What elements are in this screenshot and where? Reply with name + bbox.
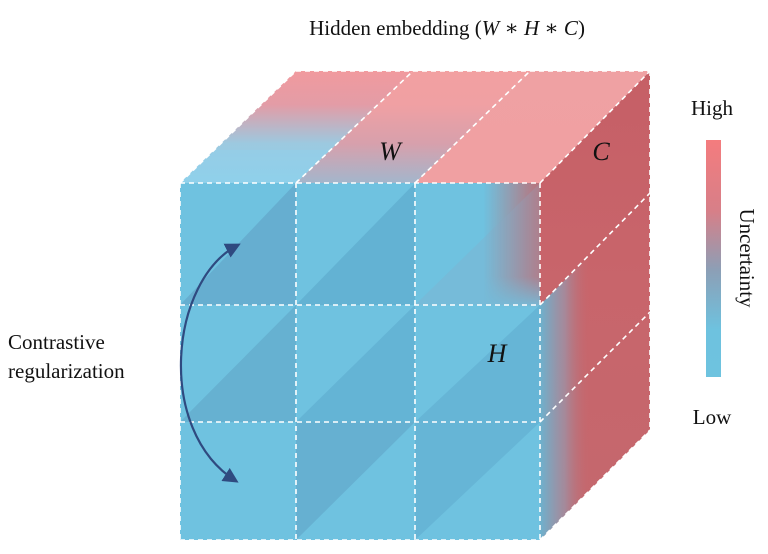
diagram-title: Hidden embedding (W ∗ H ∗ C) bbox=[309, 16, 585, 40]
cube-front-face bbox=[180, 183, 540, 540]
colorbar-title: Uncertainty bbox=[735, 208, 759, 308]
h-axis-label: H bbox=[487, 339, 508, 368]
contrastive-arrow bbox=[180, 243, 241, 483]
cube-top-face bbox=[180, 71, 650, 183]
w-axis-label: W bbox=[379, 137, 403, 166]
c-axis-label: C bbox=[592, 137, 610, 166]
colorbar-low-label: Low bbox=[693, 405, 732, 429]
uncertainty-colorbar bbox=[706, 140, 721, 377]
colorbar-high-label: High bbox=[691, 96, 734, 120]
contrastive-label-line1: Contrastive bbox=[8, 330, 105, 354]
cube-side-face bbox=[540, 71, 650, 540]
cube-grid-lines bbox=[179, 70, 651, 541]
contrastive-label-line2: regularization bbox=[8, 359, 125, 383]
